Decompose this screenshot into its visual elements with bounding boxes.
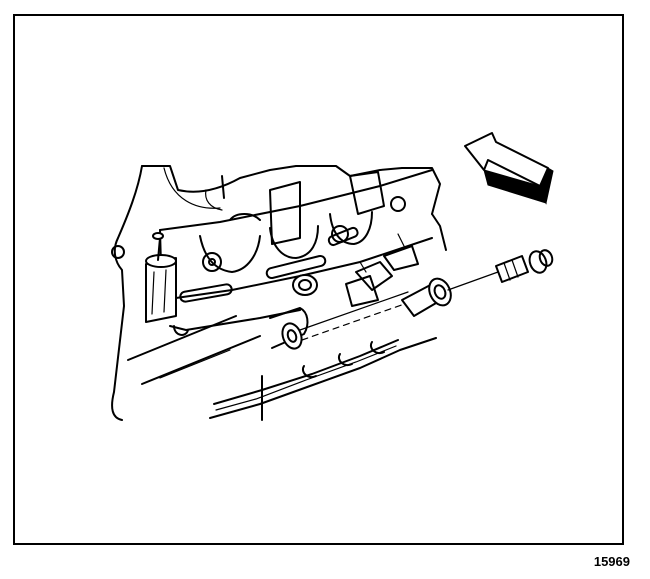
engine-block <box>111 165 447 421</box>
sensor-assembly <box>299 249 554 341</box>
direction-arrow <box>464 132 554 205</box>
figure-frame <box>13 14 624 545</box>
figure-id-label: 15969 <box>593 554 630 569</box>
